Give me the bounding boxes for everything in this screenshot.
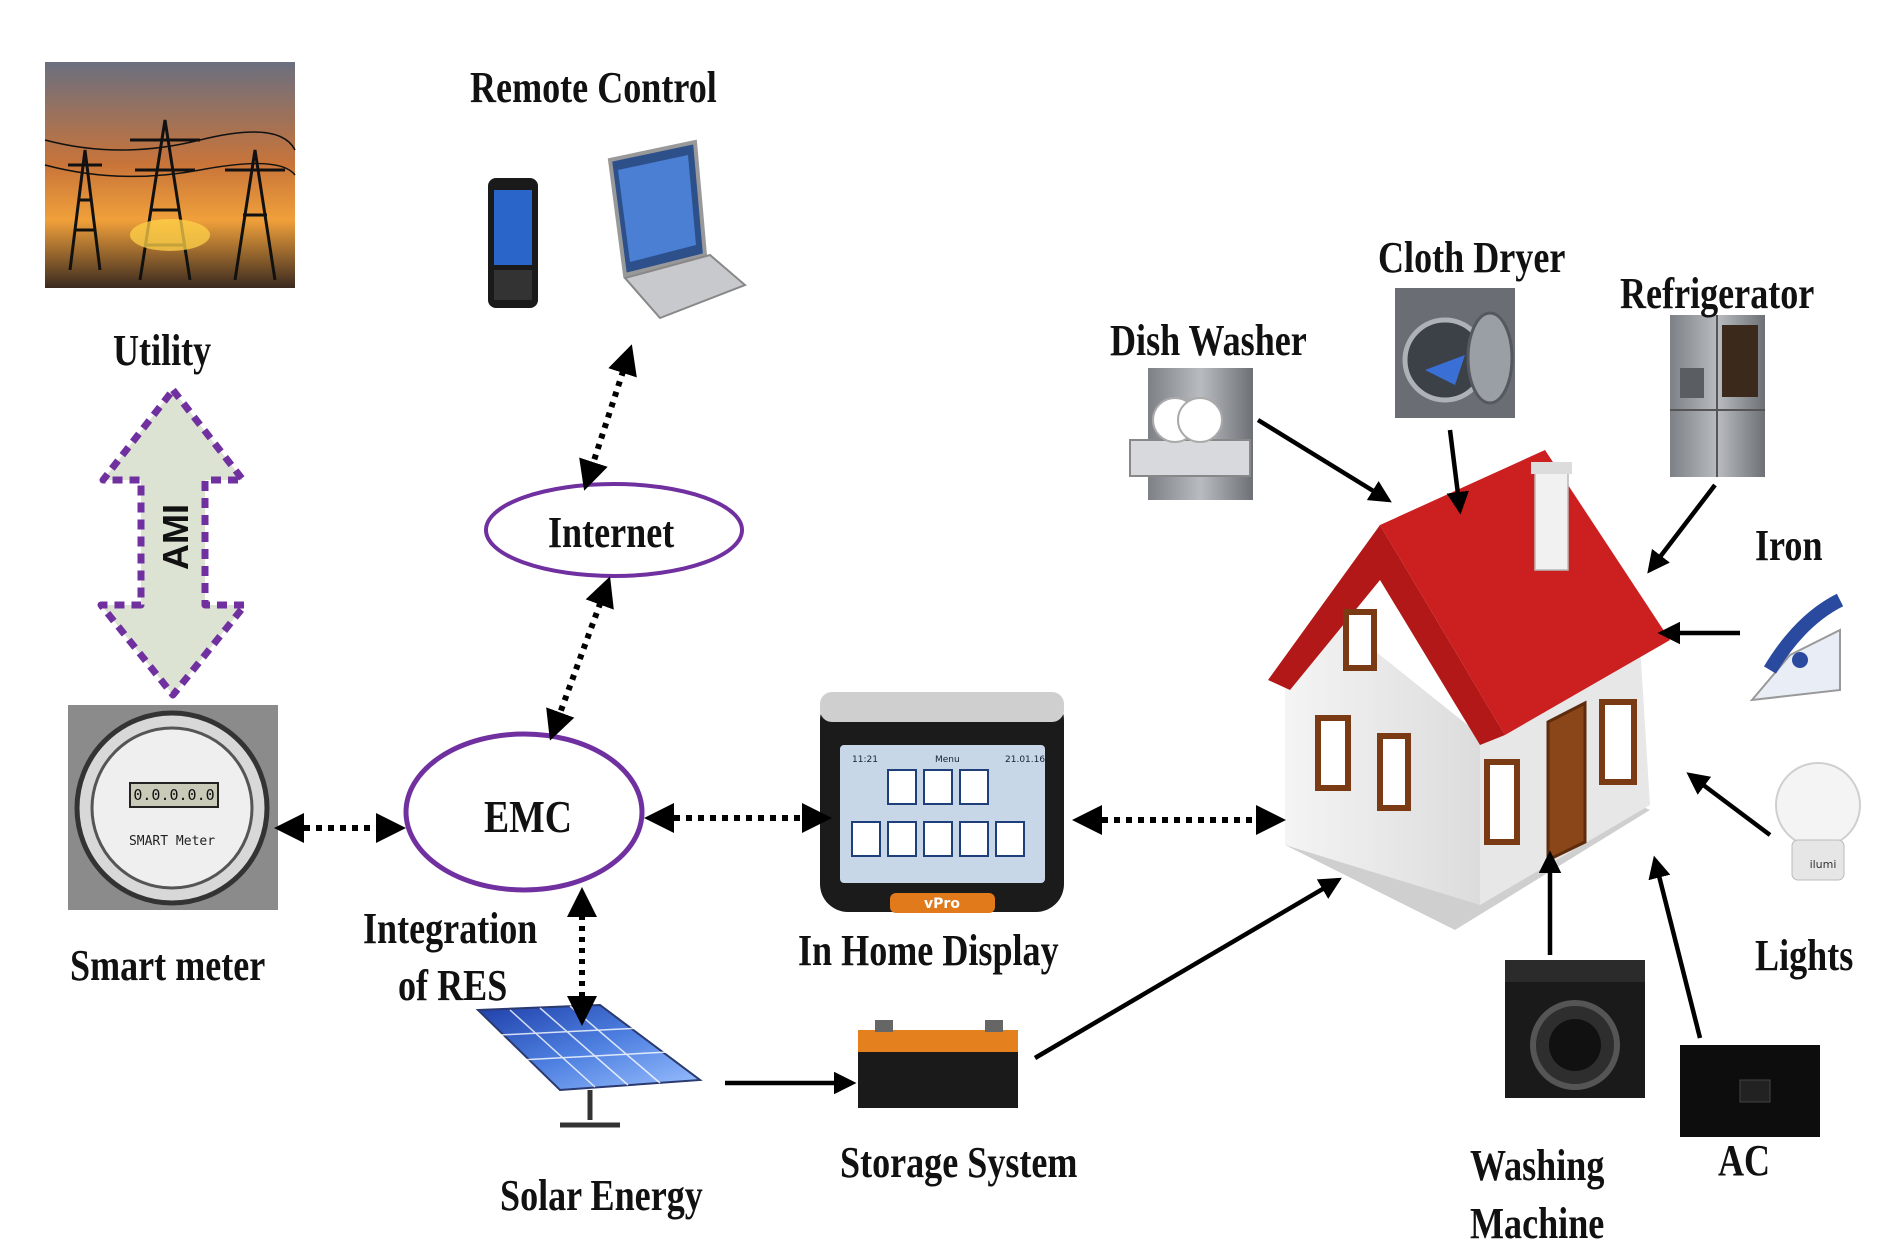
label-dish-washer: Dish Washer (1110, 316, 1307, 365)
label-integration-res-2: of RES (398, 961, 508, 1010)
display-date: 21.01.16 (1005, 755, 1045, 765)
label-remote-control: Remote Control (470, 63, 717, 112)
display-time: 11:21 (852, 755, 878, 765)
house-image (1268, 450, 1670, 930)
display-brand: vPro (924, 896, 960, 912)
display-menu: Menu (935, 755, 960, 765)
meter-label-text: SMART Meter (129, 834, 215, 849)
label-ac: AC (1718, 1136, 1771, 1185)
iron-image (1749, 593, 1844, 702)
refrigerator-image (1670, 315, 1765, 477)
label-solar-energy: Solar Energy (500, 1171, 703, 1220)
label-integration-res-1: Integration (363, 904, 538, 953)
phone-image (488, 178, 538, 308)
bulb-brand: ilumi (1810, 858, 1837, 871)
label-washing-machine-2: Machine (1470, 1199, 1605, 1248)
label-iron: Iron (1755, 521, 1823, 570)
label-refrigerator: Refrigerator (1620, 269, 1815, 318)
label-utility: Utility (113, 326, 212, 375)
washing-machine-image (1505, 960, 1645, 1098)
solar-panel-image (475, 1003, 703, 1128)
dish-washer-image (1129, 368, 1253, 500)
link-storage-house (1033, 877, 1342, 1060)
label-emc: EMC (484, 791, 573, 842)
in-home-display-image: 11:21 Menu 21.01.16 vPro (820, 692, 1064, 913)
label-cloth-dryer: Cloth Dryer (1378, 233, 1566, 282)
emc-node (403, 731, 645, 893)
link-laptop-internet (579, 344, 637, 491)
link-dryer-house (1446, 429, 1469, 515)
link-refrigerator-house (1647, 483, 1717, 574)
ami-double-arrow (97, 386, 249, 699)
svg-text:0.0.0.0.0: 0.0.0.0.0 (133, 786, 214, 804)
smart-meter-image: 0.0.0.0.0 SMART Meter (68, 705, 278, 910)
label-internet: Internet (548, 508, 675, 557)
label-in-home-display: In Home Display (798, 926, 1059, 975)
link-lights-house (1686, 772, 1772, 837)
link-dishwasher-house (1256, 418, 1392, 503)
laptop-image (607, 139, 747, 320)
label-smart-meter: Smart meter (70, 941, 266, 990)
label-lights: Lights (1755, 931, 1854, 980)
label-storage-system: Storage System (840, 1138, 1078, 1187)
light-bulb-image: ilumi (1775, 762, 1861, 881)
label-washing-machine-1: Washing (1470, 1141, 1605, 1190)
utility-image (44, 62, 296, 288)
link-internet-emc (546, 576, 614, 741)
cloth-dryer-image (1395, 288, 1515, 418)
ac-image (1680, 1045, 1820, 1137)
storage-battery-image (858, 1020, 1018, 1108)
label-ami: AMI (155, 504, 196, 570)
link-ac-house (1648, 855, 1703, 1039)
